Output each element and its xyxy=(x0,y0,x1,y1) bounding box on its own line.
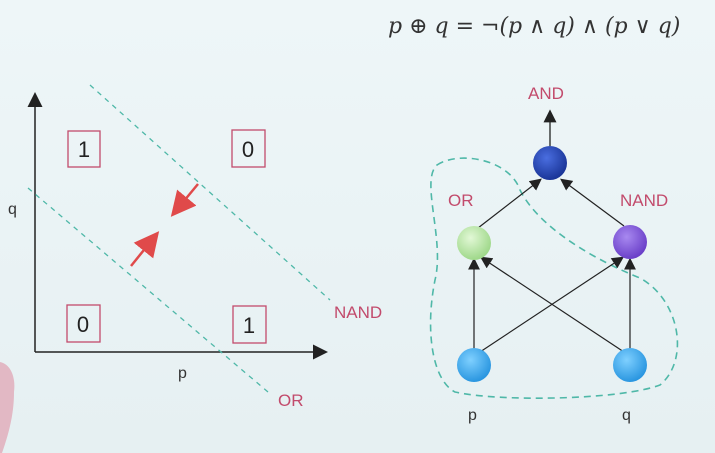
input-q-node xyxy=(613,348,647,382)
cell-bottom-right: 1 xyxy=(232,305,267,344)
edge-p-to-nand xyxy=(479,256,625,353)
or-decision-line xyxy=(27,187,269,393)
cell-bottom-left: 0 xyxy=(66,304,101,343)
nand-decision-line xyxy=(89,84,331,301)
cell-top-left: 1 xyxy=(67,130,101,168)
or-direction-arrow xyxy=(130,231,160,267)
or-node-label: OR xyxy=(448,191,474,210)
q-axis-label: q xyxy=(8,201,17,218)
edge-or-to-and xyxy=(477,178,542,229)
nand-node xyxy=(613,225,647,259)
edge-q-to-or xyxy=(479,256,625,353)
nand-line-label: NAND xyxy=(334,303,382,322)
or-subnetwork-outline xyxy=(429,157,679,399)
input-p-node xyxy=(457,348,491,382)
input-q-label: q xyxy=(622,407,631,424)
xor-formula: p ⊕ q = ¬(p ∧ q) ∧ (p ∨ q) xyxy=(388,14,680,39)
svg-text:0: 0 xyxy=(242,137,254,162)
p-axis-label: p xyxy=(178,365,187,382)
xor-network: AND OR NAND p q xyxy=(429,84,679,424)
or-node xyxy=(457,226,491,260)
svg-text:1: 1 xyxy=(243,313,255,338)
svg-text:1: 1 xyxy=(78,137,90,162)
and-node xyxy=(533,146,567,180)
nand-node-label: NAND xyxy=(620,191,668,210)
svg-text:0: 0 xyxy=(77,312,89,337)
cell-top-right: 0 xyxy=(231,129,266,168)
nand-direction-arrow xyxy=(170,183,199,217)
input-p-label: p xyxy=(468,407,477,424)
or-line-label: OR xyxy=(278,391,304,410)
and-label: AND xyxy=(528,84,564,103)
edge-nand-to-and xyxy=(560,178,625,227)
pq-plot: q p 1 0 0 1 NAND OR xyxy=(8,84,382,410)
presenter-hand-fragment xyxy=(0,362,15,453)
